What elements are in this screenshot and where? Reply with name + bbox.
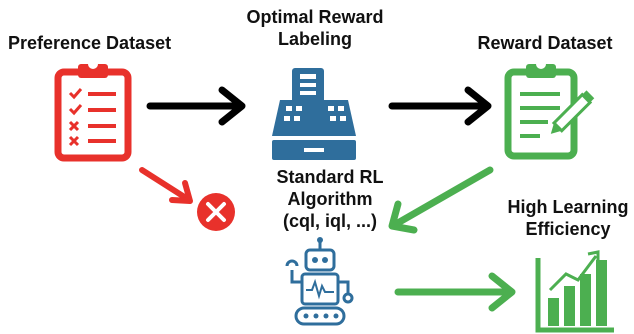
bar-chart-growth-icon <box>535 250 614 333</box>
arrow-preference-to-failure <box>139 167 193 204</box>
clipboard-pencil-icon <box>504 59 595 160</box>
arrow-preference-to-labeling <box>146 86 246 126</box>
high-learning-efficiency-label: High Learning Efficiency <box>507 197 629 239</box>
arrow-labeling-to-reward-dataset <box>388 86 492 126</box>
reward-dataset-label: Reward Dataset <box>477 33 613 53</box>
arrow-reward-dataset-to-algorithm <box>388 166 494 234</box>
clipboard-checklist-icon <box>54 59 132 162</box>
optimal-reward-labeling-label: Optimal Reward Labeling <box>246 7 384 49</box>
arrow-algorithm-to-efficiency <box>394 272 516 312</box>
robot-icon <box>285 237 354 326</box>
cash-register-icon <box>272 68 356 160</box>
preference-dataset-label: Preference Dataset <box>8 33 172 53</box>
x-circle-icon <box>197 193 235 231</box>
standard-rl-algorithm-label: Standard RL Algorithm (cql, iql, ...) <box>276 167 384 231</box>
